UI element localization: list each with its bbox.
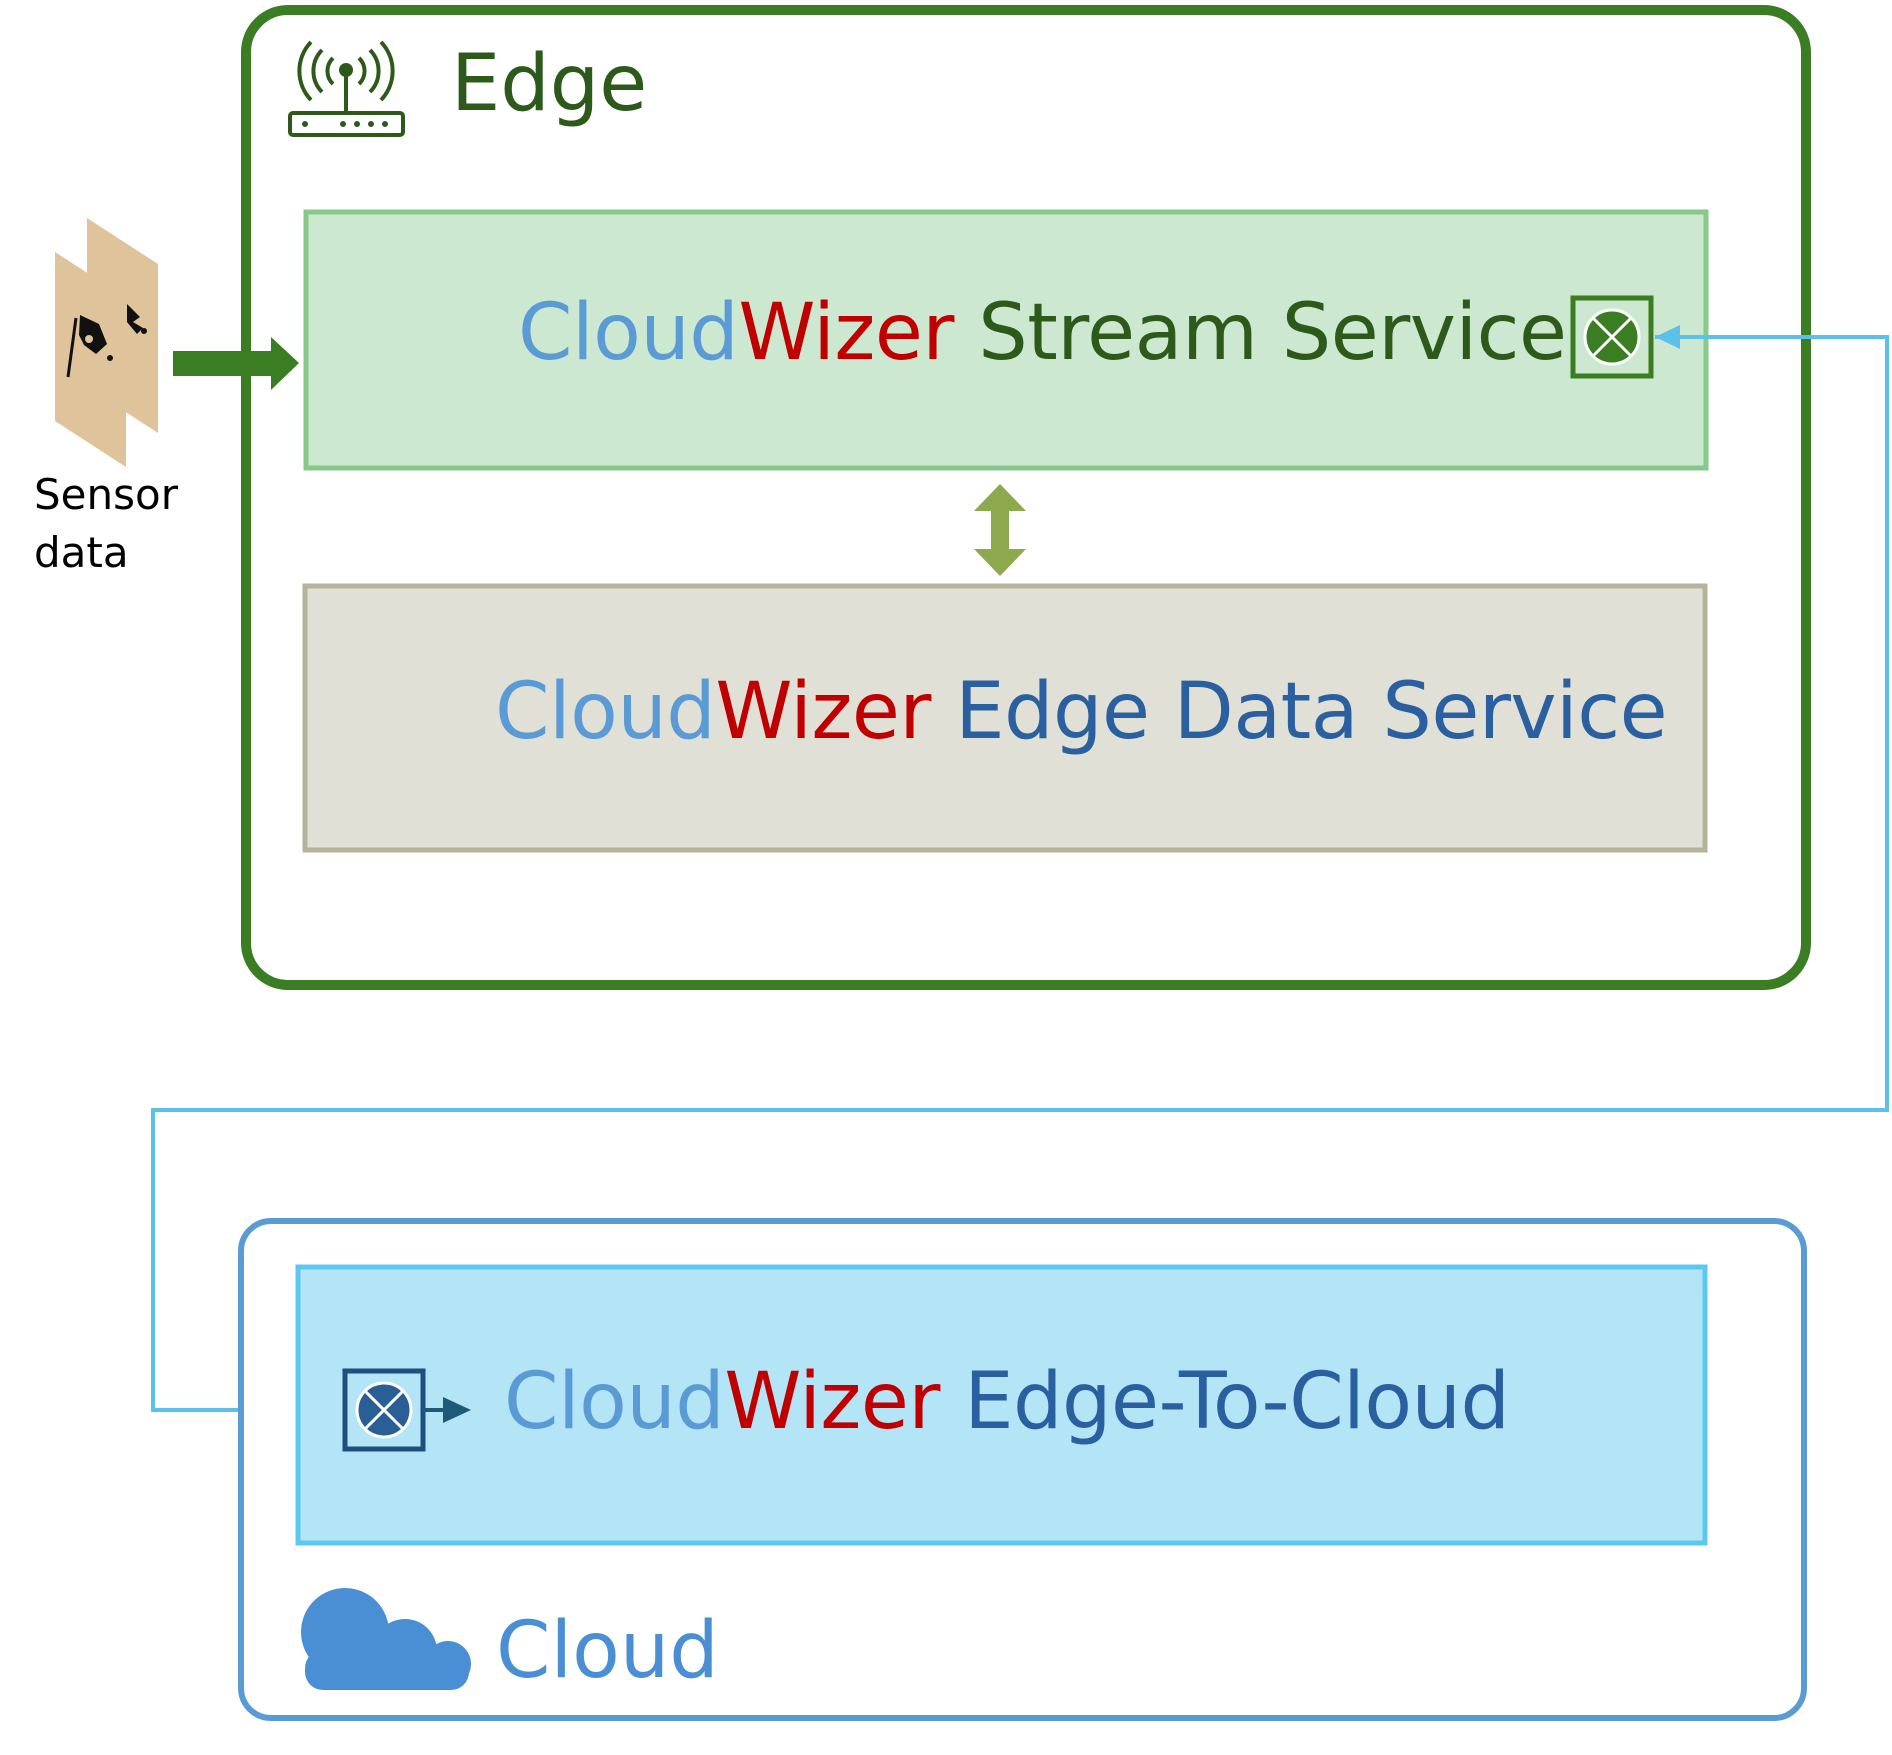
brand-wizer-text: Wizer bbox=[724, 1357, 940, 1447]
router-icon bbox=[288, 40, 405, 137]
edge-to-cloud-connector bbox=[151, 335, 1889, 1412]
stream-service-title: CloudWizer Stream Service bbox=[518, 294, 1567, 372]
edge-data-service-name: Edge Data Service bbox=[955, 667, 1668, 757]
bidirectional-arrow-icon bbox=[974, 484, 1026, 576]
sensor-data-arrow-icon bbox=[173, 337, 299, 390]
cloud-icon bbox=[301, 1588, 471, 1690]
edge-data-service-box bbox=[302, 583, 1708, 853]
stream-endpoint-icon bbox=[1570, 295, 1654, 379]
e2c-output-arrow-icon bbox=[423, 1397, 471, 1423]
edge-data-service-title: CloudWizer Edge Data Service bbox=[495, 673, 1668, 751]
brand-wizer-text: Wizer bbox=[715, 667, 931, 757]
stream-service-name: Stream Service bbox=[978, 288, 1567, 378]
edge-to-cloud-box bbox=[295, 1264, 1708, 1546]
connector-arrowhead-stream bbox=[1655, 325, 1680, 349]
brand-cloud-text: Cloud bbox=[518, 288, 739, 378]
stream-service-box bbox=[303, 209, 1709, 471]
cloud-title: Cloud bbox=[496, 1606, 719, 1696]
edge-to-cloud-name: Edge-To-Cloud bbox=[964, 1357, 1510, 1447]
sensor-data-label: Sensor data bbox=[34, 470, 178, 577]
edge-title: Edge bbox=[451, 39, 648, 129]
brand-wizer-text: Wizer bbox=[738, 288, 954, 378]
sensor-camera-icon bbox=[55, 218, 158, 467]
brand-cloud-text: Cloud bbox=[504, 1357, 725, 1447]
brand-cloud-text: Cloud bbox=[495, 667, 716, 757]
edge-to-cloud-title: CloudWizer Edge-To-Cloud bbox=[504, 1363, 1510, 1441]
